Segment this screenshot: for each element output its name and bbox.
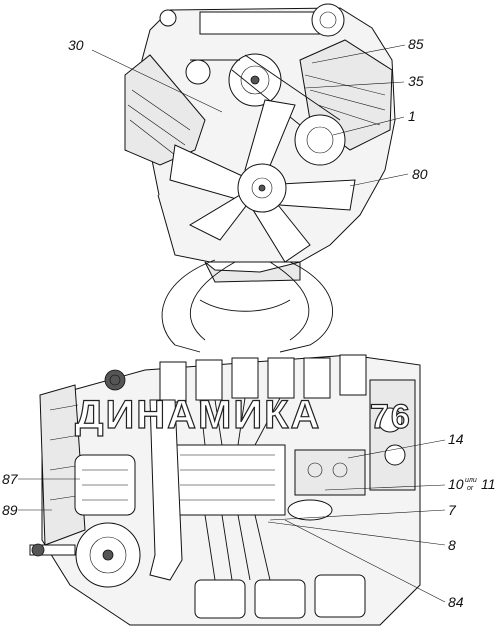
callout-10: 10 [448,476,464,492]
cooling-fan [169,99,356,263]
watermark: ДИНАМИКА 76 [74,392,412,437]
callout-85: 85 [408,36,424,52]
callout-10-or: or [467,485,474,492]
callout-14: 14 [448,431,464,447]
engine-side-view [29,354,421,626]
callout-80: 80 [412,166,428,182]
callout-8: 8 [448,537,456,553]
flywheel-housing [39,384,86,546]
water-pump-pulley [294,114,346,166]
callout-35: 35 [408,73,424,89]
callout-11: 11 [481,476,496,492]
callout-87: 87 [2,471,19,487]
fuel-injection-pump [169,444,286,516]
engine-front-view [124,3,396,283]
injector-row [159,354,367,403]
callout-10-ili: или [465,477,477,484]
connecting-pipes [161,259,334,353]
hand-lever [29,544,76,556]
callout-1: 1 [408,108,416,124]
callout-84: 84 [448,594,464,610]
callout-89: 89 [2,502,18,518]
callout-7: 7 [448,502,457,518]
fuel-filter [287,499,333,521]
air-compressor [311,3,345,37]
pump-regulator [294,449,366,496]
intake-pipe [149,399,183,581]
callout-30: 30 [68,37,84,53]
callout-labels: 30 85 35 1 80 14 87 10 или or 11 89 7 8 … [2,36,496,610]
intake-manifold [199,11,321,35]
right-accessory-block [369,379,416,491]
left-cylinder-bank [124,54,206,166]
watermark-text: ДИНАМИКА [75,393,321,437]
leader-lines [18,44,446,603]
watermark-number: 76 [370,398,412,436]
